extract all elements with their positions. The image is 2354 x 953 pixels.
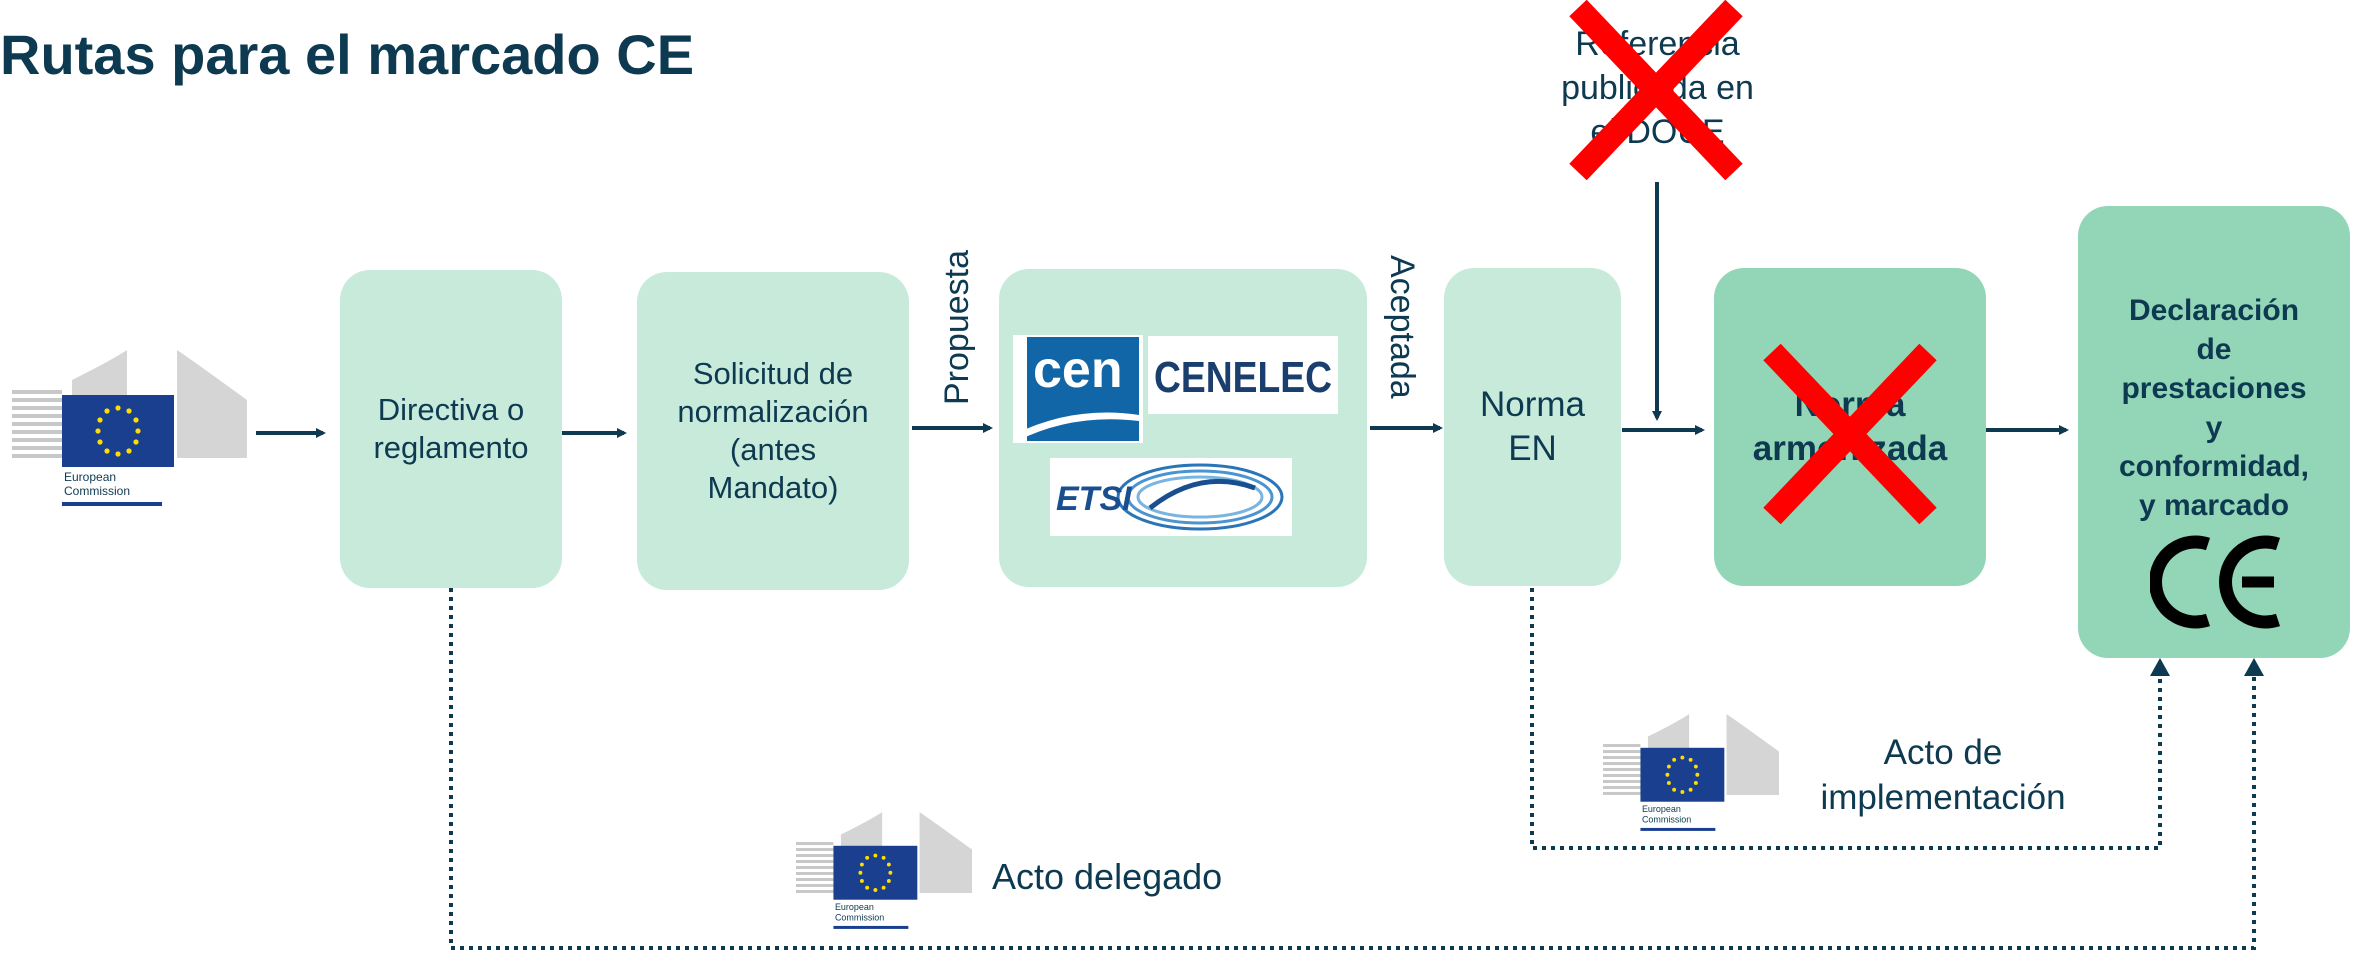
svg-text:European: European bbox=[1642, 804, 1681, 814]
acto-implementacion-label: Acto de implementación bbox=[1820, 733, 2066, 817]
ce-mark bbox=[2149, 532, 2290, 632]
ec-logo-text-2: Commission bbox=[64, 484, 130, 498]
cenelec-logo: CENELEC bbox=[1148, 336, 1338, 414]
arrowhead-implementacion bbox=[2150, 658, 2170, 676]
svg-text:European: European bbox=[835, 902, 874, 912]
european-commission-logo-left: European Commission bbox=[12, 350, 247, 510]
ec-logo-text-1: European bbox=[64, 470, 116, 484]
declaracion-label: Declaración de prestaciones y conformida… bbox=[2118, 294, 2309, 522]
cenelec-text: CENELEC bbox=[1154, 353, 1332, 402]
arrowhead-delegado bbox=[2244, 658, 2264, 676]
label-propuesta: Propuesta bbox=[938, 250, 976, 405]
dotted-path-acto-delegado bbox=[449, 588, 2256, 950]
page-title: Rutas para el marcado CE bbox=[0, 23, 695, 86]
cen-logo: cen bbox=[1013, 335, 1143, 443]
european-commission-logo-delegado: European Commission bbox=[796, 810, 972, 934]
box-norma-en: Norma EN bbox=[1444, 268, 1621, 586]
svg-text:Commission: Commission bbox=[835, 913, 884, 923]
label-aceptada: Aceptada bbox=[1383, 255, 1421, 399]
cen-text: cen bbox=[1033, 341, 1123, 399]
box-directiva: Directiva o reglamento bbox=[340, 270, 562, 588]
directiva-label: Directiva o reglamento bbox=[373, 392, 529, 465]
dotted-path-acto-implementacion bbox=[1530, 588, 2162, 850]
norma-en-label: Norma EN bbox=[1479, 385, 1586, 468]
cross-out-icon-norma-armonizada bbox=[1760, 343, 1940, 525]
etsi-text: ETSI bbox=[1056, 480, 1133, 518]
box-solicitud: Solicitud de normalización (antes Mandat… bbox=[637, 272, 909, 590]
etsi-logo: ETSI bbox=[1050, 458, 1292, 536]
cross-out-icon-referencia bbox=[1566, 0, 1746, 181]
box-declaracion: Declaración de prestaciones y conformida… bbox=[2078, 206, 2350, 658]
european-commission-logo-implementacion: European Commission bbox=[1603, 712, 1779, 836]
solicitud-label: Solicitud de normalización (antes Mandat… bbox=[677, 356, 869, 505]
svg-text:Commission: Commission bbox=[1642, 815, 1691, 825]
acto-delegado-label: Acto delegado bbox=[992, 856, 1223, 897]
